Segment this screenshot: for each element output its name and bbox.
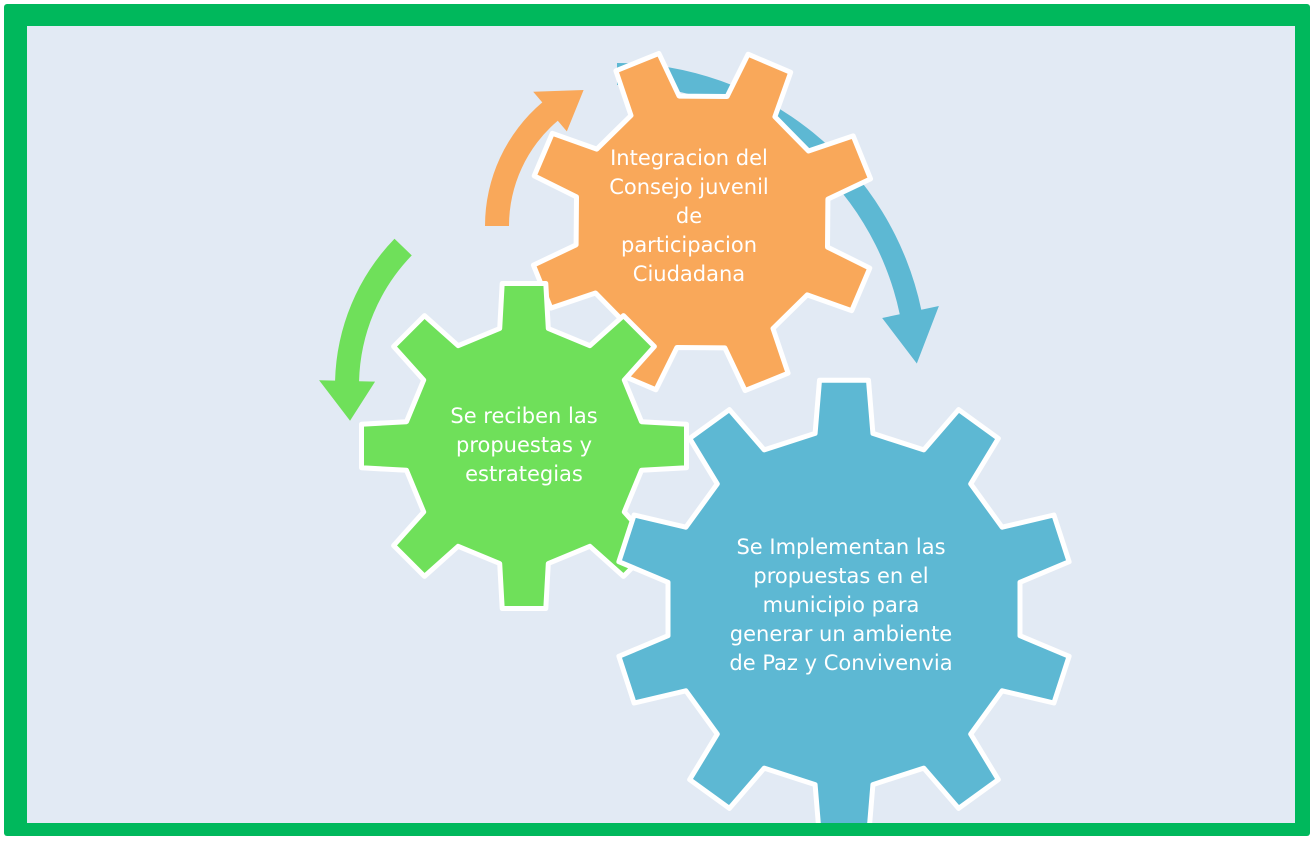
gears-diagram: [319, 50, 1072, 823]
gear-label-line: Se reciben las: [450, 404, 598, 428]
gear-label-line: Integracion del: [610, 146, 768, 170]
gear-label-line: Consejo juvenil: [609, 175, 769, 199]
gear-label-line: Se Implementan las: [736, 535, 946, 559]
arrow-green: [319, 238, 412, 421]
gear-label-implementan: Se Implementan las propuestas en el muni…: [701, 533, 981, 678]
diagram-canvas: Integracion del Consejo juvenil de parti…: [27, 26, 1295, 823]
gear-label-line: de Paz y Convivenvia: [729, 651, 953, 675]
gear-label-line: participacion: [620, 233, 758, 257]
gear-label-line: propuestas y: [456, 433, 592, 457]
gear-implementan-shape: [616, 377, 1072, 823]
gear-label-line: propuestas en el: [753, 564, 929, 588]
arrow-orange: [485, 90, 584, 226]
gear-label-propuestas: Se reciben las propuestas y estrategias: [426, 402, 622, 489]
gear-label-line: Ciudadana: [632, 262, 746, 286]
gear-label-integracion: Integracion del Consejo juvenil de parti…: [594, 144, 784, 289]
gear-label-line: estrategias: [465, 462, 583, 486]
diagram-frame: Integracion del Consejo juvenil de parti…: [4, 4, 1310, 836]
gear-propuestas-shape: [359, 281, 689, 611]
gear-integracion-shape: [530, 50, 874, 394]
gear-label-line: municipio para: [762, 593, 920, 617]
gear-label-line: de: [675, 204, 703, 228]
gear-label-line: generar un ambiente: [729, 622, 953, 646]
